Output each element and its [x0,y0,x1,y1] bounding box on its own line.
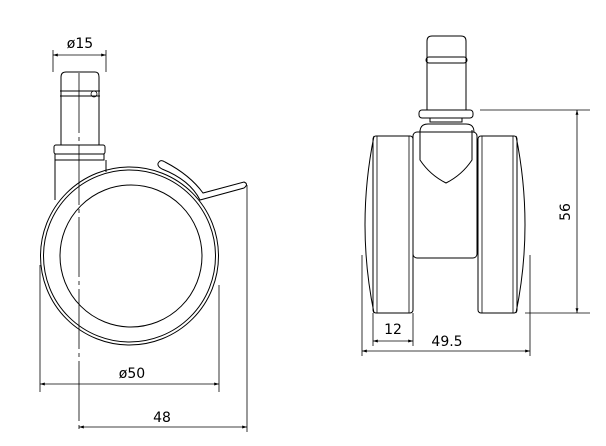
stem [426,35,467,110]
stem [60,71,100,145]
wheel-outer [40,166,219,346]
wheel-hub [59,184,203,328]
fork-shield [419,130,473,184]
side-view: ø15 ø50 48 [39,36,248,432]
brake-lever [157,160,247,201]
right-wheel [477,135,518,314]
front-view: 56 12 49.5 [361,35,590,356]
fork-housing [412,131,478,259]
stem-diameter-label: ø15 [67,36,93,52]
wheel-diameter-label: ø50 [119,366,145,382]
height-label: 56 [558,203,574,221]
stem-collar [418,109,474,119]
overall-width-label: 49.5 [431,334,462,350]
stem-collar [53,144,106,155]
overall-length-label: 48 [153,410,171,426]
wheel-width-label: 12 [384,322,402,338]
left-wheel [372,135,414,314]
